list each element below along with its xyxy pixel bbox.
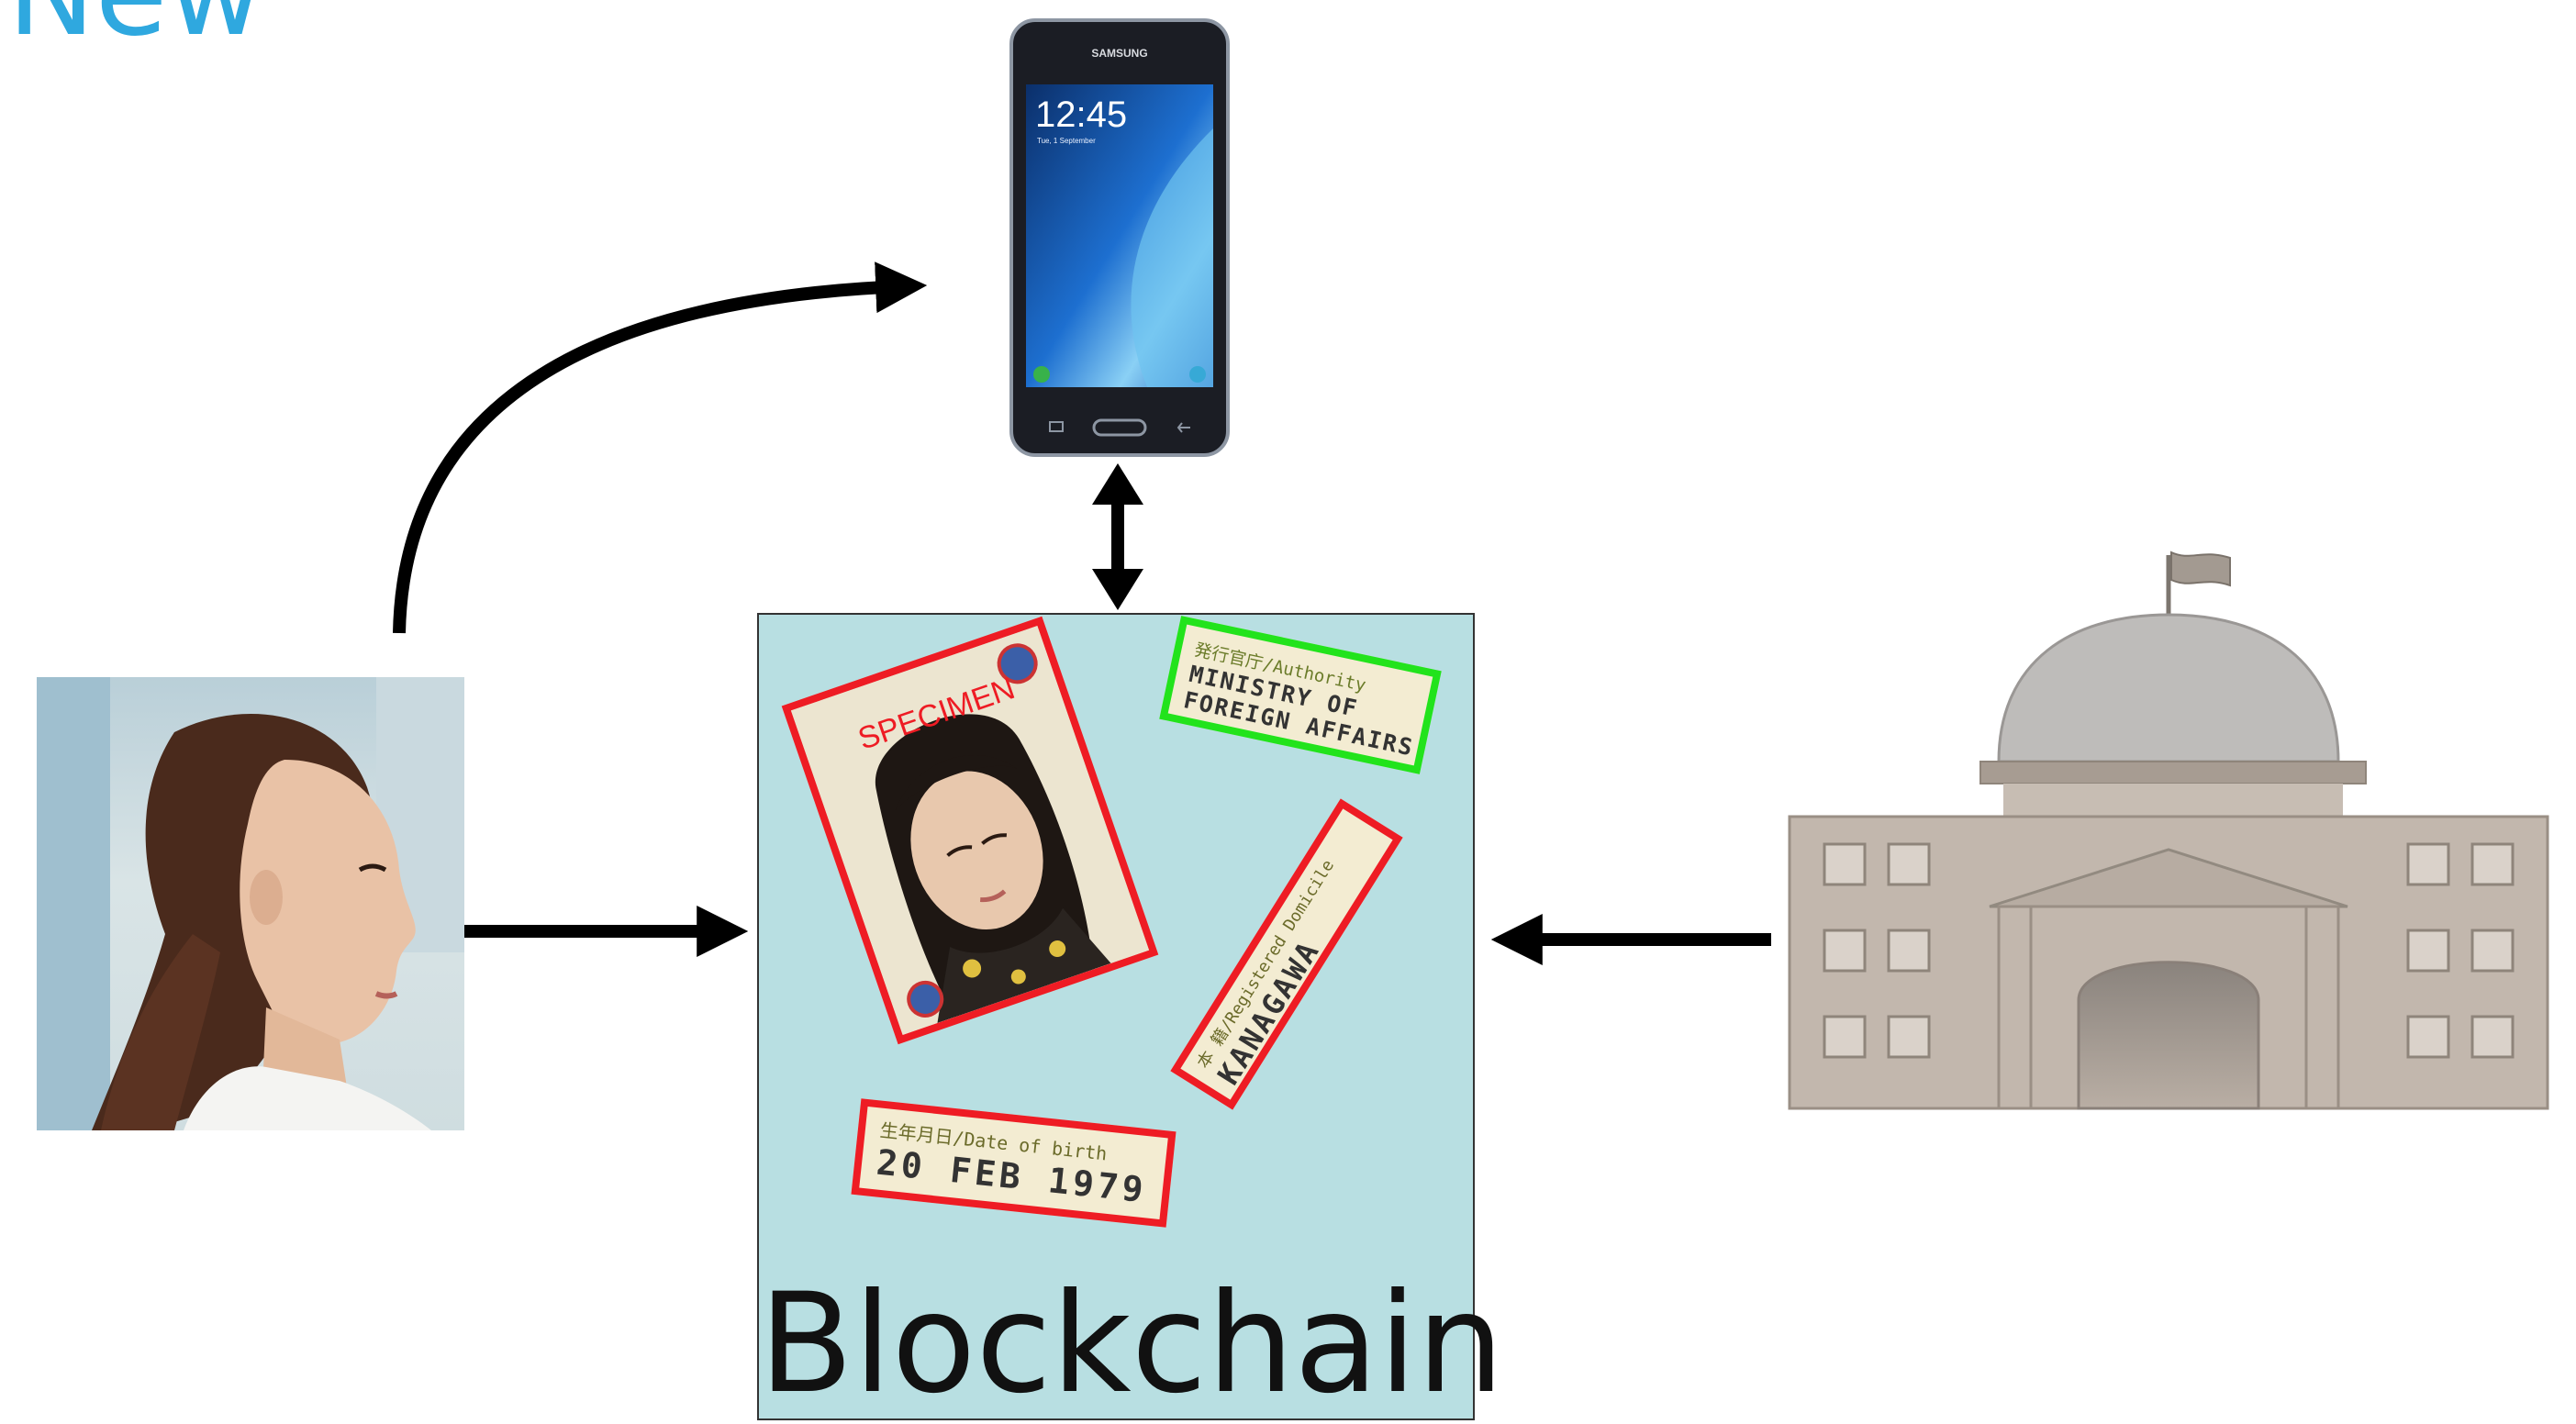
domicile-stamp-line2: KANAGAWA: [1210, 933, 1327, 1091]
blockchain-box: SPECIMEN 発行官庁/Authority MINISTRY OF FORE…: [757, 613, 1504, 1424]
phone-clock: 12:45: [1035, 95, 1127, 135]
id-photo-card: SPECIMEN: [781, 616, 1159, 1045]
government-building-icon: [1788, 541, 2549, 1110]
person-photo: [37, 677, 464, 1130]
phone-brand: SAMSUNG: [1091, 47, 1147, 60]
phone-blockchain-double-arrow: [1092, 463, 1143, 610]
authority-stamp: 発行官庁/Authority MINISTRY OF FOREIGN AFFAI…: [1159, 616, 1442, 774]
page-title: New: [7, 0, 263, 53]
phone-date: Tue, 1 September: [1037, 137, 1096, 145]
birth-stamp: 生年月日/Date of birth 20 FEB 1979: [851, 1098, 1176, 1228]
blockchain-label: Blockchain: [759, 1263, 1504, 1424]
id-portrait: [790, 625, 1150, 1036]
person-to-phone-arrow: [393, 261, 928, 634]
domicile-stamp: 本 籍/Registered Domicile KANAGAWA: [1170, 798, 1403, 1110]
smartphone: SAMSUNG 12:45 Tue, 1 September: [1009, 18, 1230, 457]
